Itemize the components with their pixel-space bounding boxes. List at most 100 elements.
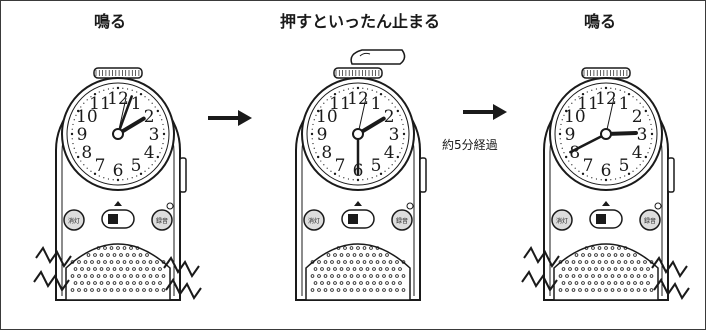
minute-dot: [632, 170, 634, 172]
minute-dot: [595, 178, 598, 180]
minute-dot: [312, 142, 314, 145]
speaker-hole: [86, 267, 91, 271]
dial-numeral: 10: [564, 107, 586, 127]
speaker-hole: [339, 281, 344, 285]
minute-dot: [356, 178, 360, 182]
minute-dot: [330, 170, 332, 172]
speaker-hole: [578, 274, 582, 278]
speaker-hole: [109, 288, 114, 292]
speaker-hole: [343, 246, 347, 250]
minute-dot: [571, 164, 573, 166]
minute-dot: [313, 147, 315, 149]
speaker-hole: [135, 260, 140, 264]
minute-dot: [72, 142, 74, 145]
minute-dot: [326, 167, 328, 169]
record-button-label: 録音: [396, 217, 408, 225]
speaker-hole: [349, 260, 354, 264]
speaker-hole: [568, 281, 572, 285]
minute-dot: [312, 123, 314, 126]
minute-dot: [371, 89, 373, 91]
light-button: [63, 209, 85, 231]
minute-dot: [391, 102, 393, 104]
minute-dot: [80, 160, 82, 162]
speaker-hole: [70, 260, 75, 264]
minute-dot: [148, 99, 150, 101]
speaker-hole: [375, 260, 380, 264]
minute-dot: [310, 132, 314, 136]
speaker-hole: [610, 260, 615, 264]
dial-numeral: 11: [89, 94, 111, 114]
speaker-hole: [639, 267, 644, 271]
minute-dot: [563, 114, 565, 116]
light-button-label: 消灯: [68, 217, 80, 225]
minute-dot: [600, 87, 602, 89]
speaker-hole: [626, 267, 631, 271]
speaker-hole: [584, 288, 589, 292]
minute-dot: [647, 114, 649, 116]
minute-dot: [326, 99, 328, 101]
speaker-hole: [591, 260, 595, 264]
minute-dot: [379, 172, 383, 176]
minute-dot: [619, 177, 621, 179]
minute-dot: [126, 88, 129, 90]
speaker-hole: [571, 274, 576, 278]
ring-sound-icon: [523, 246, 560, 268]
minute-dot: [401, 147, 403, 149]
minute-dot: [564, 155, 568, 159]
speaker-hole: [584, 274, 589, 278]
minute-dot: [313, 119, 315, 121]
step-1-title: 鳴る: [93, 12, 126, 31]
speaker-hole: [129, 260, 133, 264]
speaker-hole: [99, 267, 104, 271]
minute-dot: [632, 96, 634, 98]
dial-numeral: 8: [569, 143, 580, 163]
speaker-hole: [401, 274, 406, 278]
speaker-hole: [558, 260, 563, 264]
speaker-hole: [158, 281, 162, 285]
minute-dot: [162, 142, 164, 145]
speaker-hole: [636, 274, 641, 278]
minute-dot: [574, 99, 576, 101]
minute-dot: [379, 92, 383, 96]
minute-dot: [338, 91, 340, 93]
side-knob: [667, 157, 675, 193]
speaker-hole: [587, 267, 592, 271]
speaker-hole: [73, 281, 78, 285]
dial-numeral: 1: [131, 94, 142, 114]
minute-dot: [560, 123, 562, 126]
speaker-hole: [122, 274, 127, 278]
speaker-hole: [106, 253, 110, 257]
speaker-hole: [391, 267, 396, 271]
speaker-hole: [578, 288, 582, 292]
speaker-hole: [365, 267, 370, 271]
speaker-hole: [600, 267, 605, 271]
minute-dot: [151, 102, 153, 104]
speaker-hole: [382, 260, 386, 264]
minute-dot: [316, 155, 320, 159]
speaker-hole: [161, 274, 166, 278]
speaker-hole: [119, 253, 123, 257]
speaker-hole: [132, 253, 136, 257]
speaker-hole: [617, 246, 621, 250]
speaker-hole: [362, 246, 367, 250]
speaker-hole: [388, 288, 393, 292]
speaker-hole: [369, 288, 373, 292]
minute-dot: [647, 152, 649, 154]
speaker-hole: [343, 260, 347, 264]
minute-dot: [366, 178, 369, 180]
minute-dot: [399, 114, 401, 116]
minute-dot: [651, 128, 653, 130]
minute-dot: [568, 160, 570, 162]
speaker-hole: [330, 274, 334, 278]
minute-dot: [591, 177, 593, 179]
speaker-hole: [571, 260, 576, 264]
speaker-hole: [574, 281, 579, 285]
minute-hand: [116, 95, 133, 136]
dial-numeral: 2: [384, 107, 395, 127]
speaker-hole: [135, 288, 140, 292]
minute-dot: [650, 142, 652, 145]
speaker-hole: [382, 274, 386, 278]
speaker-hole: [581, 253, 585, 257]
minute-dot: [320, 106, 322, 108]
dial-numeral: 10: [76, 107, 98, 127]
